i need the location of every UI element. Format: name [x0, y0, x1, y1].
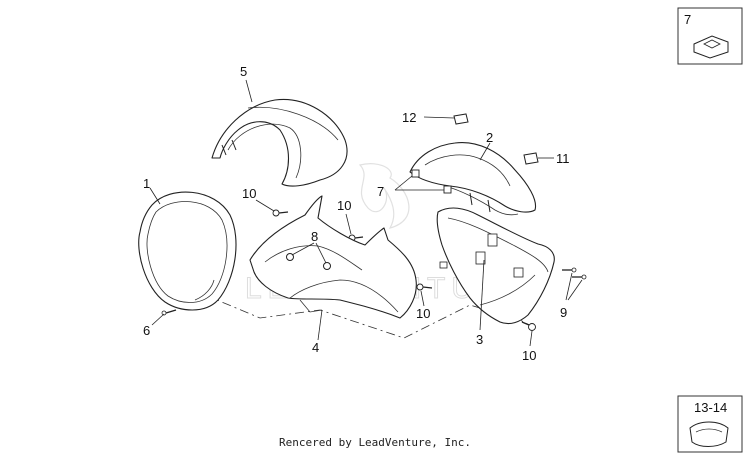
footer-credit: Rencered by LeadVenture, Inc.	[278, 436, 472, 449]
part-9-screw	[562, 267, 587, 280]
inset-part-7: 7	[677, 7, 743, 65]
part-4-front-shield	[249, 195, 417, 319]
callout-4: 4	[312, 340, 319, 355]
callout-7: 7	[377, 184, 384, 199]
leader-6	[151, 313, 165, 326]
callout-10b: 10	[337, 198, 351, 213]
part-10-screw	[272, 209, 289, 217]
part-10-screw	[521, 321, 536, 331]
part-1-headlight-rim	[138, 191, 237, 311]
leader-12	[423, 116, 455, 119]
leader-3	[479, 259, 485, 331]
part-7-clip	[411, 169, 452, 194]
callout-8: 8	[311, 229, 318, 244]
leader-1	[149, 187, 161, 205]
leader-10a	[255, 199, 275, 212]
part-6-screw	[161, 309, 177, 316]
callout-10d: 10	[522, 348, 536, 363]
inset-7-label: 7	[684, 12, 691, 27]
leader-7a	[394, 175, 413, 191]
leader-10d	[529, 330, 533, 347]
part-8-clip	[286, 253, 331, 270]
part-12-plug	[453, 113, 469, 125]
leader-8a	[291, 242, 315, 256]
part-10-screw	[416, 283, 433, 291]
leader-8b	[315, 242, 327, 264]
leader-10c	[420, 290, 425, 307]
callout-6: 6	[143, 323, 150, 338]
callout-3: 3	[476, 332, 483, 347]
callout-10c: 10	[416, 306, 430, 321]
leader-5	[245, 79, 253, 103]
leader-10b	[345, 213, 352, 235]
part-5-inner-shell	[211, 98, 348, 187]
inset-part-13-14: 13-14	[677, 395, 743, 453]
callout-2: 2	[486, 130, 493, 145]
assembly-line	[204, 294, 536, 339]
part-2-upper-cover	[409, 141, 537, 216]
callout-12: 12	[402, 110, 416, 125]
callout-1: 1	[143, 176, 150, 191]
inset-13-14-label: 13-14	[694, 400, 727, 415]
callout-11: 11	[556, 151, 570, 166]
callout-5: 5	[240, 64, 247, 79]
part-3-rear-panel	[436, 207, 555, 325]
leader-9b	[567, 279, 583, 301]
callout-9: 9	[560, 305, 567, 320]
leader-2	[479, 142, 491, 161]
callout-10a: 10	[242, 186, 256, 201]
leader-9a	[565, 272, 573, 301]
part-11-plug	[523, 152, 539, 165]
leader-4	[317, 309, 323, 341]
